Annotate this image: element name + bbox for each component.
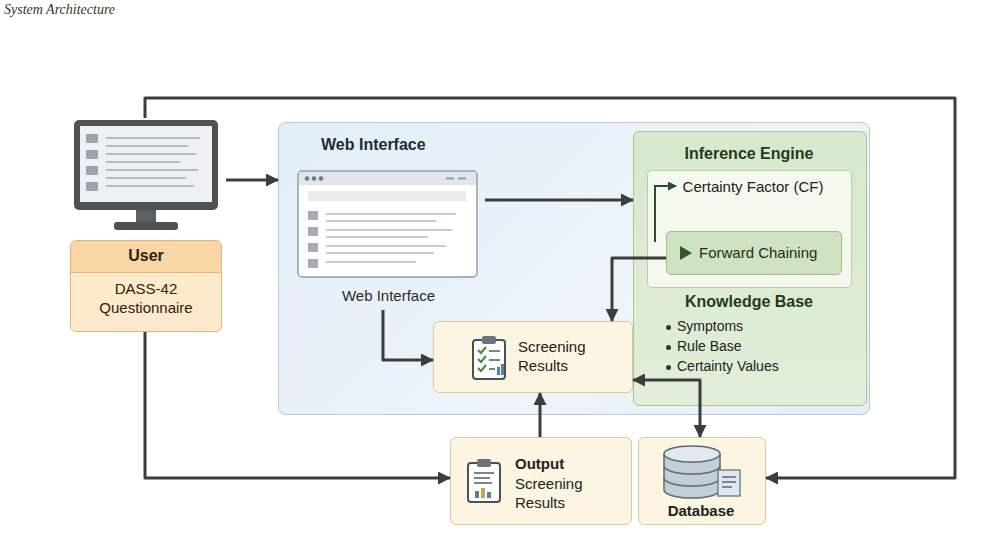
node-text: Certainty Values: [677, 358, 779, 376]
browser-window-icon: [296, 169, 481, 281]
monitor-icon-part: [80, 126, 212, 202]
checklist-icon-part: [501, 364, 504, 375]
monitor-icon-part: [70, 118, 222, 234]
monitor-icon-part: [86, 182, 98, 191]
checklist-icon-part: [470, 335, 508, 381]
report-icon-part: [487, 492, 491, 498]
monitor-icon-part: [86, 150, 98, 159]
database-icon-part: [722, 477, 736, 487]
report-icon: [465, 458, 503, 504]
browser-window-icon-part: [446, 178, 466, 180]
inference-engine-panel: Inference EngineKnowledge BaseSymptomsRu…: [633, 131, 867, 406]
node-label: Screening Results: [518, 338, 628, 376]
node-label: Output: [515, 455, 564, 474]
feedback-arrow: [655, 186, 676, 242]
checklist-icon-part: [497, 367, 500, 375]
node-text: DASS-42 Questionnaire: [70, 280, 222, 318]
node-label: Certainty Factor (CF): [678, 178, 828, 197]
database-box: Database: [638, 437, 766, 525]
checklist-icon-part: [489, 351, 500, 369]
browser-window: Web Interface: [296, 169, 485, 310]
user-box: UserDASS-42 Questionnaire: [70, 118, 226, 332]
database-icon: [658, 444, 744, 500]
browser-window-icon-part: [308, 259, 318, 268]
flow-arrow: [485, 199, 633, 202]
node-text: Rule Base: [677, 338, 742, 356]
flow-arrow: [612, 258, 666, 321]
monitor-icon-part: [86, 134, 98, 143]
node-text: Knowledge Base: [634, 292, 864, 312]
report-icon-part: [481, 488, 485, 498]
play-icon-part: [680, 246, 692, 260]
node-label: Database: [639, 502, 763, 521]
flow-arrow: [633, 380, 700, 437]
browser-window-icon-part: [326, 214, 456, 262]
browser-window-icon-part: [308, 191, 466, 201]
report-icon-part: [468, 463, 500, 502]
play-icon: [679, 245, 693, 261]
web-interface-panel: Web InterfaceWeb InterfaceInference Engi…: [278, 122, 870, 415]
screening-results-box: Screening Results: [433, 321, 633, 393]
flow-arrow: [383, 310, 433, 360]
browser-window-icon-part: [312, 176, 317, 181]
node-label: Forward Chaining: [699, 244, 817, 263]
report-icon-part: [474, 473, 494, 483]
report-icon-part: [475, 491, 479, 498]
monitor-icon-part: [106, 138, 200, 186]
database-icon-part: [658, 444, 744, 500]
database-icon-part: [718, 470, 740, 496]
database-icon-part: [664, 446, 720, 462]
browser-window-icon-part: [308, 227, 318, 236]
node-label: Web Interface: [321, 135, 426, 155]
monitor-icon-part: [136, 210, 156, 222]
browser-window-icon-part: [308, 243, 318, 252]
flow-arrow: [226, 179, 278, 182]
checklist-icon-part: [473, 340, 505, 379]
monitor-icon-part: [74, 120, 218, 210]
monitor-icon-part: [114, 222, 178, 230]
node-text: Symptoms: [677, 318, 743, 336]
diagram-title: System Architecture: [4, 2, 115, 18]
certainty-factor-box: Certainty Factor (CF) Forward Chaining: [647, 170, 852, 288]
checklist-icon: [470, 335, 508, 381]
database-icon-part: [664, 466, 720, 486]
node-text: Screening Results: [515, 475, 627, 513]
bullet-dot: [666, 345, 671, 350]
bullet-dot: [666, 325, 671, 330]
monitor-icon-part: [86, 166, 98, 175]
browser-window-icon-part: [308, 211, 318, 220]
browser-window-icon-part: [319, 176, 324, 181]
browser-window-icon-part: [296, 169, 481, 281]
node-label: Web Interface: [296, 287, 481, 306]
browser-window-icon-part: [305, 176, 310, 181]
flow-arrow: [539, 393, 542, 437]
node-label: User: [70, 246, 222, 266]
bullet-dot: [666, 365, 671, 370]
forward-chaining-box: Forward Chaining: [666, 231, 842, 275]
report-icon-part: [465, 458, 503, 504]
checklist-icon-part: [478, 347, 486, 371]
output-box: OutputScreening Results: [450, 437, 632, 525]
browser-window-icon-part: [298, 171, 477, 277]
checklist-icon-part: [482, 336, 496, 344]
node-label: Inference Engine: [634, 144, 864, 164]
flow-arrow: [145, 98, 955, 478]
browser-window-icon-part: [299, 172, 476, 185]
report-icon-part: [477, 459, 491, 467]
flow-arrow: [145, 332, 450, 478]
monitor-icon: [70, 118, 222, 234]
play-icon-part: [679, 245, 693, 261]
